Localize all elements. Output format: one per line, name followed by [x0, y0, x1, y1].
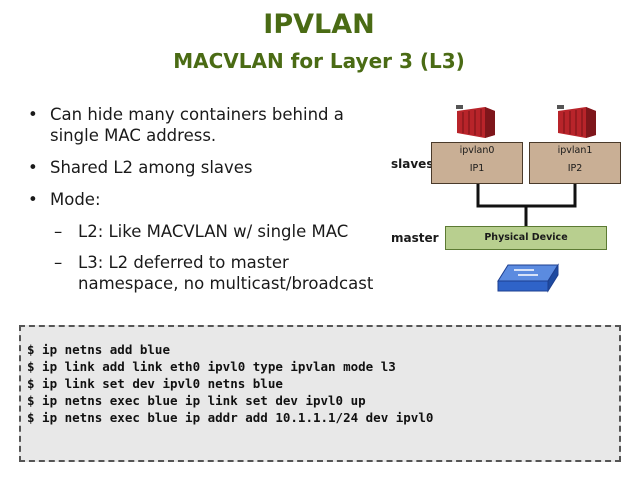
bullet-item: • Shared L2 among slaves [26, 157, 388, 178]
ipvlan0-box: ipvlan0 IP1 [431, 142, 523, 184]
bullet-text: Shared L2 among slaves [50, 158, 253, 177]
code-line: $ ip netns exec blue ip addr add 10.1.1.… [27, 410, 434, 425]
bullet-list: • Can hide many containers behind a sing… [26, 104, 388, 304]
ipvlan1-ip: IP2 [567, 163, 583, 174]
code-block: $ ip netns add blue $ ip link add link e… [19, 325, 621, 462]
ipvlan1-name: ipvlan1 [557, 145, 593, 156]
slaves-label: slaves [391, 157, 434, 171]
code-line: $ ip netns exec blue ip link set dev ipv… [27, 393, 366, 408]
dash-glyph: – [54, 222, 63, 241]
bullet-text: Can hide many containers behind a single… [50, 105, 344, 145]
code-line: $ ip link set dev ipvl0 netns blue [27, 376, 283, 391]
dash-glyph: – [54, 253, 63, 272]
sub-bullet-text: L3: L2 deferred to master namespace, no … [78, 253, 374, 293]
code-line: $ ip link add link eth0 ipvl0 type ipvla… [27, 359, 396, 374]
bullet-text: Mode: [50, 190, 101, 209]
sub-bullet-item: – L3: L2 deferred to master namespace, n… [26, 252, 388, 294]
bullet-item: • Mode: [26, 189, 388, 210]
slide-title: IPVLAN [263, 9, 375, 40]
shipping-container-icon [456, 105, 495, 138]
bullet-glyph: • [28, 105, 38, 124]
bullet-glyph: • [28, 158, 38, 177]
bullet-glyph: • [28, 190, 38, 209]
bullet-item: • Can hide many containers behind a sing… [26, 104, 388, 146]
network-switch-icon [497, 263, 559, 293]
master-label: master [391, 231, 439, 245]
physical-device-box: Physical Device [445, 226, 607, 250]
connector-lines [476, 184, 577, 227]
ipvlan0-name: ipvlan0 [459, 145, 495, 156]
sub-bullet-item: – L2: Like MACVLAN w/ single MAC [26, 221, 388, 242]
ipvlan0-ip: IP1 [469, 163, 485, 174]
sub-bullet-text: L2: Like MACVLAN w/ single MAC [78, 222, 349, 241]
ipvlan1-box: ipvlan1 IP2 [529, 142, 621, 184]
shipping-container-icon [557, 105, 596, 138]
slide-subtitle: MACVLAN for Layer 3 (L3) [173, 49, 465, 73]
code-line: $ ip netns add blue [27, 342, 170, 357]
